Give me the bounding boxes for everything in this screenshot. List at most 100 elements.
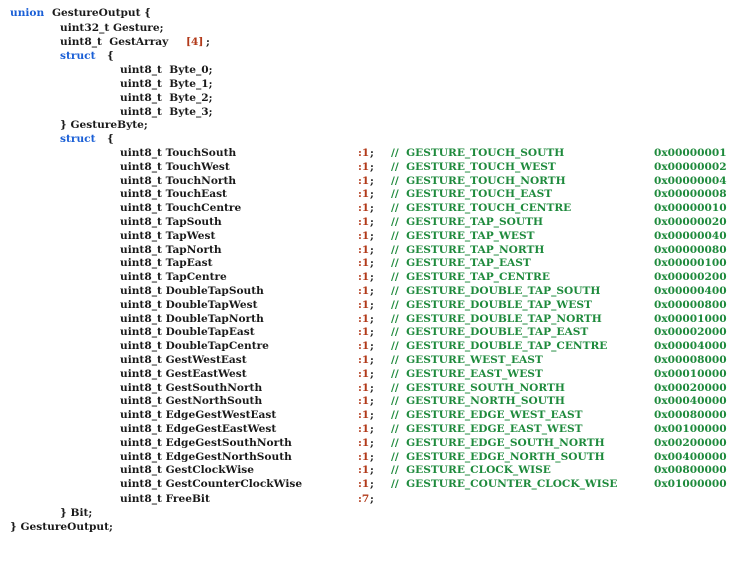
gesture-byte-close: } GestureByte;: [60, 119, 148, 131]
bitfield-mask: 0x00000200: [654, 271, 727, 284]
bitfield-comment: // GESTURE_TAP_EAST: [391, 257, 531, 270]
bitfield-declaration: uint8_t EdgeGestWestEast: [120, 409, 277, 422]
bitfield-comment: // GESTURE_DOUBLE_TAP_NORTH: [391, 312, 602, 325]
bitfield-declaration: uint8_t DoubleTapSouth: [120, 285, 264, 297]
bitfield-comment: // GESTURE_TOUCH_EAST: [391, 188, 553, 201]
bitfield-declaration: uint8_t EdgeGestEastWest: [120, 423, 277, 435]
bitfield-width: :1: [358, 285, 370, 297]
bitfield-mask: 0x01000000: [654, 478, 727, 491]
bitfield-declaration: uint8_t GestEastWest: [120, 367, 247, 380]
bitfield-width: :1: [358, 354, 370, 366]
bitfield-semicolon: ;: [370, 464, 374, 477]
bitfield-mask: 0x00000010: [654, 202, 727, 215]
code-line-struct-bit-open: struct {: [0, 132, 114, 146]
bitfield-comment: // GESTURE_DOUBLE_TAP_CENTRE: [391, 340, 608, 353]
gest-array-semicolon: ;: [206, 36, 210, 48]
code-line-gest-array: uint8_t GestArray [4] ;: [0, 35, 210, 49]
bitfield-declaration: uint8_t TouchCentre: [120, 202, 242, 215]
bitfield-mask: 0x00000800: [654, 298, 727, 311]
bitfield-declaration: uint8_t TapCentre: [120, 271, 227, 284]
bitfield-comment: // GESTURE_DOUBLE_TAP_SOUTH: [391, 285, 601, 297]
bitfield-semicolon: ;: [370, 243, 374, 256]
bitfield-declaration: uint8_t DoubleTapNorth: [120, 312, 264, 325]
bitfield-declaration: uint8_t TapEast: [120, 257, 213, 270]
code-line-byte: uint8_t Byte_2;: [0, 91, 213, 105]
bitfield-declaration: uint8_t GestNorthSouth: [120, 395, 263, 408]
bitfield-width: :1: [358, 271, 370, 284]
bitfield-declaration: uint8_t DoubleTapCentre: [120, 340, 269, 353]
bitfield-semicolon: ;: [370, 174, 374, 187]
bitfield-mask: 0x00000002: [654, 160, 727, 173]
bitfield-semicolon: ;: [370, 381, 374, 394]
bitfield-semicolon: ;: [370, 409, 374, 422]
bitfield-comment: // GESTURE_TOUCH_CENTRE: [391, 202, 572, 215]
bitfield-width: :1: [358, 436, 370, 449]
bitfield-width: :1: [358, 312, 370, 325]
bitfield-mask: 0x00040000: [654, 395, 727, 408]
bitfield-comment: // GESTURE_WEST_EAST: [391, 354, 543, 366]
bitfield-declaration: uint8_t DoubleTapWest: [120, 298, 258, 311]
bitfield-semicolon: ;: [370, 423, 374, 435]
bitfield-comment: // GESTURE_DOUBLE_TAP_EAST: [391, 326, 589, 339]
bitfield-width: :1: [358, 160, 370, 173]
bitfield-width: :1: [358, 257, 370, 270]
bitfield-mask: 0x00200000: [654, 436, 727, 449]
byte-field: uint8_t Byte_2;: [120, 92, 213, 104]
bitfield-semicolon: ;: [370, 229, 374, 242]
bitfield-semicolon: ;: [370, 436, 374, 449]
bitfield-comment: // GESTURE_EDGE_NORTH_SOUTH: [391, 450, 605, 463]
bitfield-semicolon: ;: [370, 271, 374, 284]
bit-close: } Bit;: [60, 507, 93, 519]
bitfield-semicolon: ;: [370, 285, 374, 297]
bitfield-semicolon: ;: [370, 257, 374, 270]
bitfield-width: :1: [358, 367, 370, 380]
bitfield-declaration: uint8_t TouchNorth: [120, 174, 237, 187]
bitfield-comment: // GESTURE_TOUCH_WEST: [391, 160, 556, 173]
bitfield-comment: // GESTURE_SOUTH_NORTH: [391, 381, 565, 394]
bitfield-comment: // GESTURE_EDGE_EAST_WEST: [391, 423, 583, 435]
bitfield-semicolon: ;: [370, 147, 374, 159]
code-line-byte: uint8_t Byte_0;: [0, 63, 213, 77]
bitfield-semicolon: ;: [370, 340, 374, 353]
bitfield-semicolon: ;: [370, 202, 374, 215]
bitfield-comment: // GESTURE_DOUBLE_TAP_WEST: [391, 298, 592, 311]
bitfield-semicolon: ;: [370, 160, 374, 173]
union-keyword: union: [10, 7, 45, 19]
gest-array-declaration: uint8_t GestArray: [60, 36, 169, 48]
bitfield-semicolon: ;: [370, 367, 374, 380]
union-name: GestureOutput {: [52, 7, 151, 19]
bitfield-semicolon: ;: [370, 216, 374, 228]
bitfield-width: :1: [358, 243, 370, 256]
bitfield-declaration: uint8_t GestClockWise: [120, 464, 254, 477]
code-line-struct-byte-open: struct {: [0, 49, 114, 63]
bitfield-comment: // GESTURE_CLOCK_WISE: [391, 464, 551, 477]
bitfield-comment: // GESTURE_TAP_CENTRE: [391, 271, 550, 284]
bitfield-mask: 0x00400000: [654, 450, 727, 463]
bitfield-semicolon: ;: [370, 478, 374, 491]
bitfield-declaration: uint8_t EdgeGestSouthNorth: [120, 436, 292, 449]
bitfield-semicolon: ;: [370, 354, 374, 366]
bitfield-semicolon: ;: [370, 188, 374, 201]
bitfield-comment: // GESTURE_EDGE_SOUTH_NORTH: [391, 436, 605, 449]
bitfield-width: :1: [358, 478, 370, 491]
bitfield-comment: // GESTURE_TOUCH_NORTH: [391, 174, 566, 187]
bitfield-declaration: uint8_t GestSouthNorth: [120, 381, 263, 394]
bitfield-mask: 0x00000020: [654, 216, 727, 228]
freebit-width: :7: [358, 493, 370, 505]
bitfield-comment: // GESTURE_TAP_NORTH: [391, 243, 545, 256]
code-listing: union GestureOutput { uint32_t Gesture; …: [0, 7, 727, 533]
code-line-gesture-byte-close: } GestureByte;: [0, 118, 148, 132]
bitfield-comment: // GESTURE_NORTH_SOUTH: [391, 395, 565, 408]
bitfield-width: :1: [358, 229, 370, 242]
bitfield-semicolon: ;: [370, 326, 374, 339]
struct-keyword: struct: [60, 133, 96, 145]
bitfield-mask: 0x00000040: [654, 229, 727, 242]
bitfield-mask: 0x00000001: [654, 147, 727, 159]
bitfield-comment: // GESTURE_EDGE_WEST_EAST: [391, 409, 583, 422]
bitfield-mask: 0x00000008: [654, 188, 727, 201]
bitfield-width: :1: [358, 464, 370, 477]
bitfield-mask: 0x00001000: [654, 312, 727, 325]
bitfield-mask: 0x00004000: [654, 340, 727, 353]
bitfield-mask: 0x00000400: [654, 285, 727, 297]
gesture-declaration: uint32_t Gesture;: [60, 22, 164, 34]
